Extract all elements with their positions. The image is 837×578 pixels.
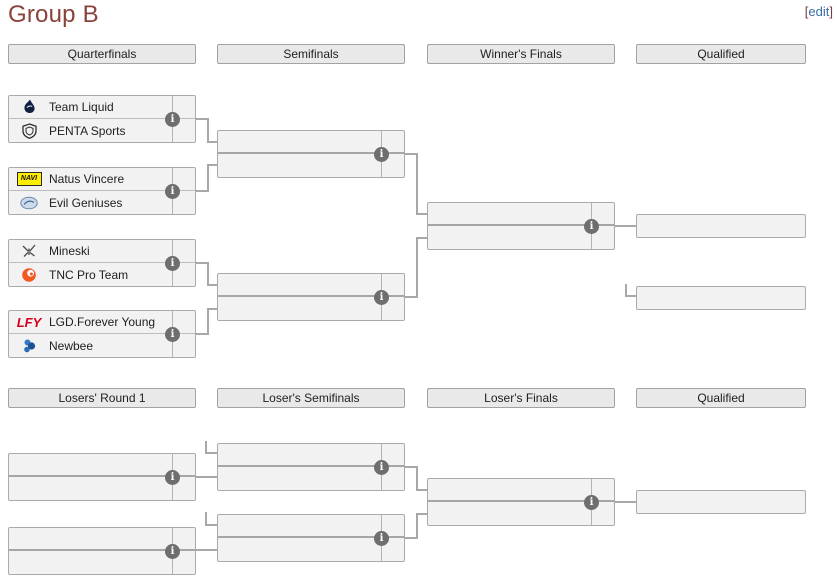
team-name: Newbee [49,338,94,353]
evil-geniuses-logo-icon [9,196,49,210]
connector-line [205,524,217,526]
team-name: PENTA Sports [49,123,126,138]
match-info-icon[interactable]: i [165,183,180,199]
connector-line [615,501,636,503]
team-name: Natus Vincere [49,172,125,186]
header-qualified-lower: Qualified [636,388,806,408]
team-row: Newbee [9,334,195,357]
connector-line [195,333,209,335]
team-row: LFY LGD.Forever Young [9,311,195,334]
team-row: TNC Pro Team [9,263,195,286]
match-info-icon[interactable]: i [374,530,389,546]
match-sf2: i [217,273,405,321]
qualified-slot-1 [636,214,806,238]
header-semifinals: Semifinals [217,44,405,64]
header-losers-semifinals: Loser's Semifinals [217,388,405,408]
connector-line [207,164,209,192]
connector-line [195,476,217,478]
edit-section: [edit] [805,4,833,19]
match-qf3: Mineski TNC Pro Team i [8,239,196,287]
penta-sports-logo-icon [9,122,49,139]
newbee-logo-icon [9,338,49,354]
connector-line [195,549,217,551]
tnc-pro-team-logo-icon [9,267,49,283]
team-name: Evil Geniuses [49,195,123,210]
match-lr1-1: i [8,453,196,501]
connector-line [207,262,209,286]
connector-line [416,153,418,215]
team-name: LGD.Forever Young [49,315,156,329]
connector-line [416,489,427,491]
match-winners-finals: i [427,202,615,250]
match-lr1-2: i [8,527,196,575]
connector-line [207,164,217,166]
connector-line [404,537,418,539]
page-title: Group B [8,1,99,28]
team-name: TNC Pro Team [49,267,129,282]
team-liquid-logo-icon [9,99,49,115]
match-info-icon[interactable]: i [165,543,180,559]
connector-line [195,118,209,120]
qualified-slot-2 [636,286,806,310]
team-row: Evil Geniuses [9,191,195,214]
connector-line [615,225,636,227]
connector-line [416,466,418,491]
match-ls1: i [217,443,405,491]
team-name: Team Liquid [49,100,114,114]
connector-line [207,308,209,335]
connector-line [207,284,217,286]
connector-line [404,296,418,298]
connector-line [416,237,427,239]
connector-line [416,237,418,298]
connector-line [404,466,418,468]
connector-line [205,512,207,526]
connector-line [195,262,209,264]
lgd-forever-young-logo-icon: LFY [16,314,42,330]
match-info-icon[interactable]: i [374,289,389,305]
qualified-slot-3 [636,490,806,514]
match-qf2: NAVI Natus Vincere Evil Geniuses i [8,167,196,215]
team-name: Mineski [49,244,90,258]
team-row: Mineski [9,240,195,263]
header-quarterfinals: Quarterfinals [8,44,196,64]
team-row: NAVI Natus Vincere [9,168,195,191]
connector-line [416,513,427,515]
match-info-icon[interactable]: i [584,218,599,234]
match-info-icon[interactable]: i [584,494,599,510]
match-info-icon[interactable]: i [165,111,180,127]
connector-line [195,190,209,192]
match-sf1: i [217,130,405,178]
match-qf1: Team Liquid PENTA Sports i [8,95,196,143]
team-row: PENTA Sports [9,119,195,142]
header-qualified-upper: Qualified [636,44,806,64]
match-losers-finals: i [427,478,615,526]
connector-line [416,213,427,215]
connector-line [205,441,207,454]
connector-line [207,118,209,143]
edit-link[interactable]: edit [808,4,830,19]
connector-line [416,513,418,539]
match-info-icon[interactable]: i [165,326,180,342]
match-qf4: LFY LGD.Forever Young Newbee i [8,310,196,358]
connector-line [205,452,217,454]
match-info-icon[interactable]: i [165,255,180,271]
match-ls2: i [217,514,405,562]
connector-line [625,295,636,297]
connector-line [404,153,418,155]
edit-bracket-close: ] [829,4,833,19]
connector-line [207,308,217,310]
mineski-logo-icon [9,243,49,259]
connector-line [207,141,217,143]
header-losers-finals: Loser's Finals [427,388,615,408]
header-losers-round1: Losers' Round 1 [8,388,196,408]
team-row: Team Liquid [9,96,195,119]
edit-bracket-open: [ [804,4,809,19]
match-info-icon[interactable]: i [374,146,389,162]
connector-line [625,284,627,297]
header-winners-finals: Winner's Finals [427,44,615,64]
natus-vincere-logo-icon: NAVI [9,172,49,186]
match-info-icon[interactable]: i [374,459,389,475]
match-info-icon[interactable]: i [165,469,180,485]
